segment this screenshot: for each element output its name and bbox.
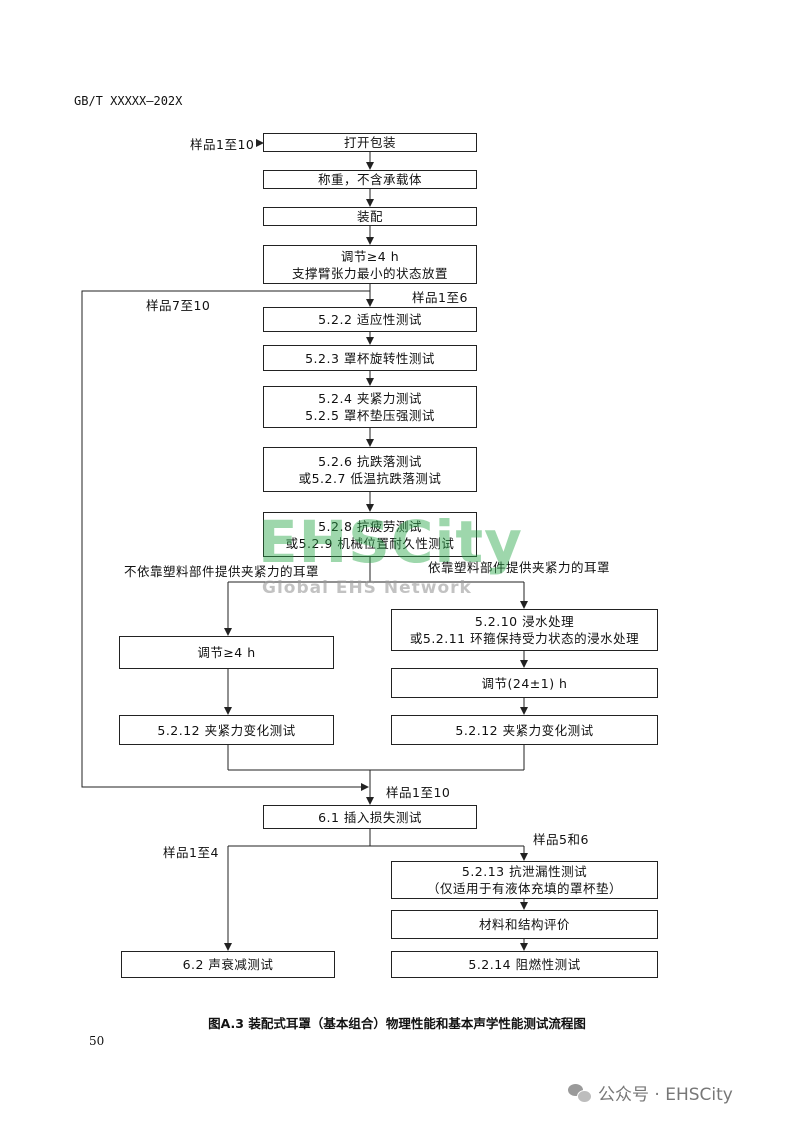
box-text-line2: 5.2.5 罩杯垫压强测试 [305, 408, 435, 423]
label-samples-1-10-top: 样品1至10 [190, 137, 255, 152]
box-condition-4h: 调节≥4 h 支撑臂张力最小的状态放置 [263, 245, 477, 284]
box-text: 装配 [356, 209, 383, 224]
box-text-line2: 或5.2.11 环箍保持受力状态的浸水处理 [409, 631, 640, 646]
label-samples-1-10-mid: 样品1至10 [386, 785, 451, 800]
label-samples-1-4: 样品1至4 [163, 845, 219, 860]
box-5-2-4-5: 5.2.4 夹紧力测试 5.2.5 罩杯垫压强测试 [263, 386, 477, 428]
box-text-line1: 5.2.13 抗泄漏性测试 [461, 864, 588, 879]
box-6-1: 6.1 插入损失测试 [263, 805, 477, 829]
box-text: 调节(24±1) h [481, 675, 568, 691]
box-text: 5.2.3 罩杯旋转性测试 [305, 350, 435, 366]
box-right-5-2-12: 5.2.12 夹紧力变化测试 [391, 715, 658, 745]
wechat-footer: 公众号 · EHSCity [568, 1080, 733, 1105]
box-assemble: 装配 [263, 207, 477, 226]
box-text-line1: 5.2.6 抗跌落测试 [318, 453, 422, 469]
label-branch-right: 依靠塑料部件提供夹紧力的耳罩 [428, 560, 611, 575]
box-text: 材料和结构评价 [478, 917, 570, 932]
box-text: 打开包装 [343, 135, 396, 150]
label-samples-7-10: 样品7至10 [146, 298, 211, 313]
box-text: 调节≥4 h [197, 645, 256, 660]
box-left-5-2-12: 5.2.12 夹紧力变化测试 [119, 715, 334, 745]
box-text-line1: 5.2.8 抗疲劳测试 [318, 518, 422, 534]
wechat-icon [568, 1083, 592, 1103]
box-text: 5.2.14 阻燃性测试 [468, 957, 581, 972]
box-left-condition-4h: 调节≥4 h [119, 636, 334, 669]
box-text-line1: 调节≥4 h [340, 248, 400, 264]
box-text-line1: 5.2.10 浸水处理 [474, 614, 575, 629]
box-condition-24h: 调节(24±1) h [391, 668, 658, 698]
box-text: 称重，不含承载体 [317, 172, 422, 187]
box-weigh: 称重，不含承载体 [263, 170, 477, 189]
box-text: 6.1 插入损失测试 [318, 809, 422, 825]
box-open-package: 打开包装 [263, 133, 477, 152]
box-text: 6.2 声衰减测试 [182, 957, 274, 972]
label-samples-1-6: 样品1至6 [412, 290, 468, 305]
box-text-line2: 支撑臂张力最小的状态放置 [291, 265, 448, 281]
document-code-header: GB/T XXXXX—202X [74, 94, 183, 108]
box-text-line1: 5.2.4 夹紧力测试 [318, 391, 422, 406]
bypass-samples-7-10 [81, 290, 370, 791]
box-5-2-2: 5.2.2 适应性测试 [263, 307, 477, 332]
box-text: 5.2.2 适应性测试 [318, 312, 422, 327]
box-text-line2: 或5.2.7 低温抗跌落测试 [298, 470, 442, 486]
box-5-2-8-9: 5.2.8 抗疲劳测试 或5.2.9 机械位置耐久性测试 [263, 512, 477, 557]
figure-caption: 图A.3 装配式耳罩（基本组合）物理性能和基本声学性能测试流程图 [208, 1016, 586, 1031]
label-branch-left: 不依靠塑料部件提供夹紧力的耳罩 [124, 564, 320, 579]
label-samples-5-6: 样品5和6 [533, 832, 589, 847]
box-text-line2: 或5.2.9 机械位置耐久性测试 [285, 535, 455, 551]
box-text: 5.2.12 夹紧力变化测试 [455, 722, 594, 738]
box-5-2-14: 5.2.14 阻燃性测试 [391, 951, 658, 978]
footer-text: 公众号 · EHSCity [598, 1085, 733, 1105]
box-5-2-10-11: 5.2.10 浸水处理 或5.2.11 环箍保持受力状态的浸水处理 [391, 609, 658, 651]
page-number: 50 [89, 1034, 105, 1048]
box-5-2-13: 5.2.13 抗泄漏性测试 （仅适用于有液体充填的罩杯垫） [391, 861, 658, 899]
watermark-logo: EHSCity [258, 508, 523, 576]
box-text-line2: （仅适用于有液体充填的罩杯垫） [426, 881, 622, 896]
box-material-structure: 材料和结构评价 [391, 910, 658, 939]
box-5-2-3: 5.2.3 罩杯旋转性测试 [263, 345, 477, 371]
watermark-subtitle: Global EHS Network [262, 578, 472, 598]
box-text: 5.2.12 夹紧力变化测试 [157, 722, 296, 738]
box-6-2: 6.2 声衰减测试 [121, 951, 335, 978]
box-5-2-6-7: 5.2.6 抗跌落测试 或5.2.7 低温抗跌落测试 [263, 447, 477, 492]
